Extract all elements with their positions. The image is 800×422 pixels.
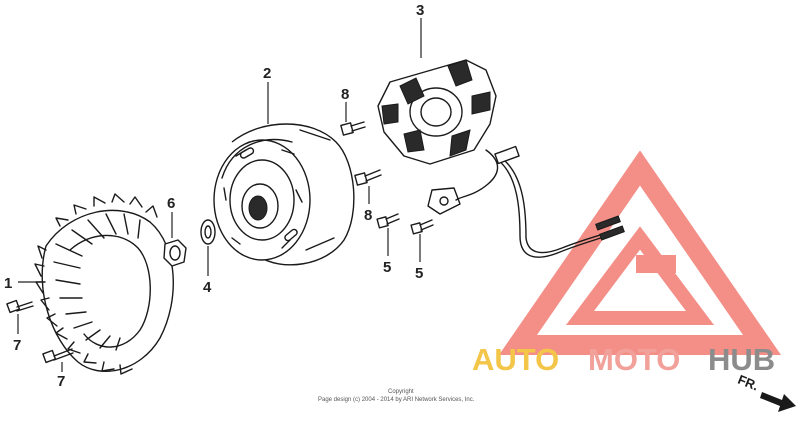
bolt-part-7a	[6, 299, 34, 314]
bolt-part-7b	[42, 348, 74, 364]
copyright-line1: Copyright	[388, 389, 414, 395]
callout-6: 6	[167, 195, 175, 212]
callout-4: 4	[203, 279, 212, 296]
copyright: Copyright Page design (c) 2004 - 2014 by…	[318, 389, 475, 403]
callout-2: 2	[263, 65, 271, 82]
screw-part-8b	[354, 169, 382, 186]
callout-1: 1	[4, 275, 12, 292]
screw-part-8a	[340, 121, 366, 136]
copyright-line2: Page design (c) 2004 - 2014 by ARI Netwo…	[318, 397, 475, 403]
callout-8b: 8	[364, 207, 372, 224]
callout-5b: 5	[415, 265, 423, 282]
watermark-auto: AUTO	[472, 342, 559, 377]
screw-part-5a	[376, 213, 400, 229]
flywheel-part	[213, 123, 355, 266]
watermark-moto: MOTO	[588, 342, 680, 377]
nut-part	[163, 239, 187, 267]
front-label: FR.	[736, 372, 761, 394]
callout-7b: 7	[57, 373, 65, 390]
callout-7a: 7	[13, 337, 21, 354]
watermark-logo	[498, 150, 782, 355]
screw-part-5b	[410, 219, 434, 235]
callout-8a: 8	[341, 86, 349, 103]
watermark-text: AUTO MOTO HUB	[472, 342, 775, 377]
callout-5a: 5	[383, 259, 391, 276]
front-direction-indicator: FR.	[736, 372, 796, 412]
front-arrow-icon	[760, 392, 796, 412]
watermark-hub: HUB	[708, 342, 775, 377]
callout-3: 3	[416, 2, 424, 19]
callouts: 1 2 3 4 5 5 6 7 7 8 8	[4, 2, 424, 390]
stator-part	[377, 59, 625, 258]
cooling-fan-part	[34, 193, 174, 375]
washer-part	[200, 219, 216, 245]
leader-lines	[17, 18, 422, 372]
